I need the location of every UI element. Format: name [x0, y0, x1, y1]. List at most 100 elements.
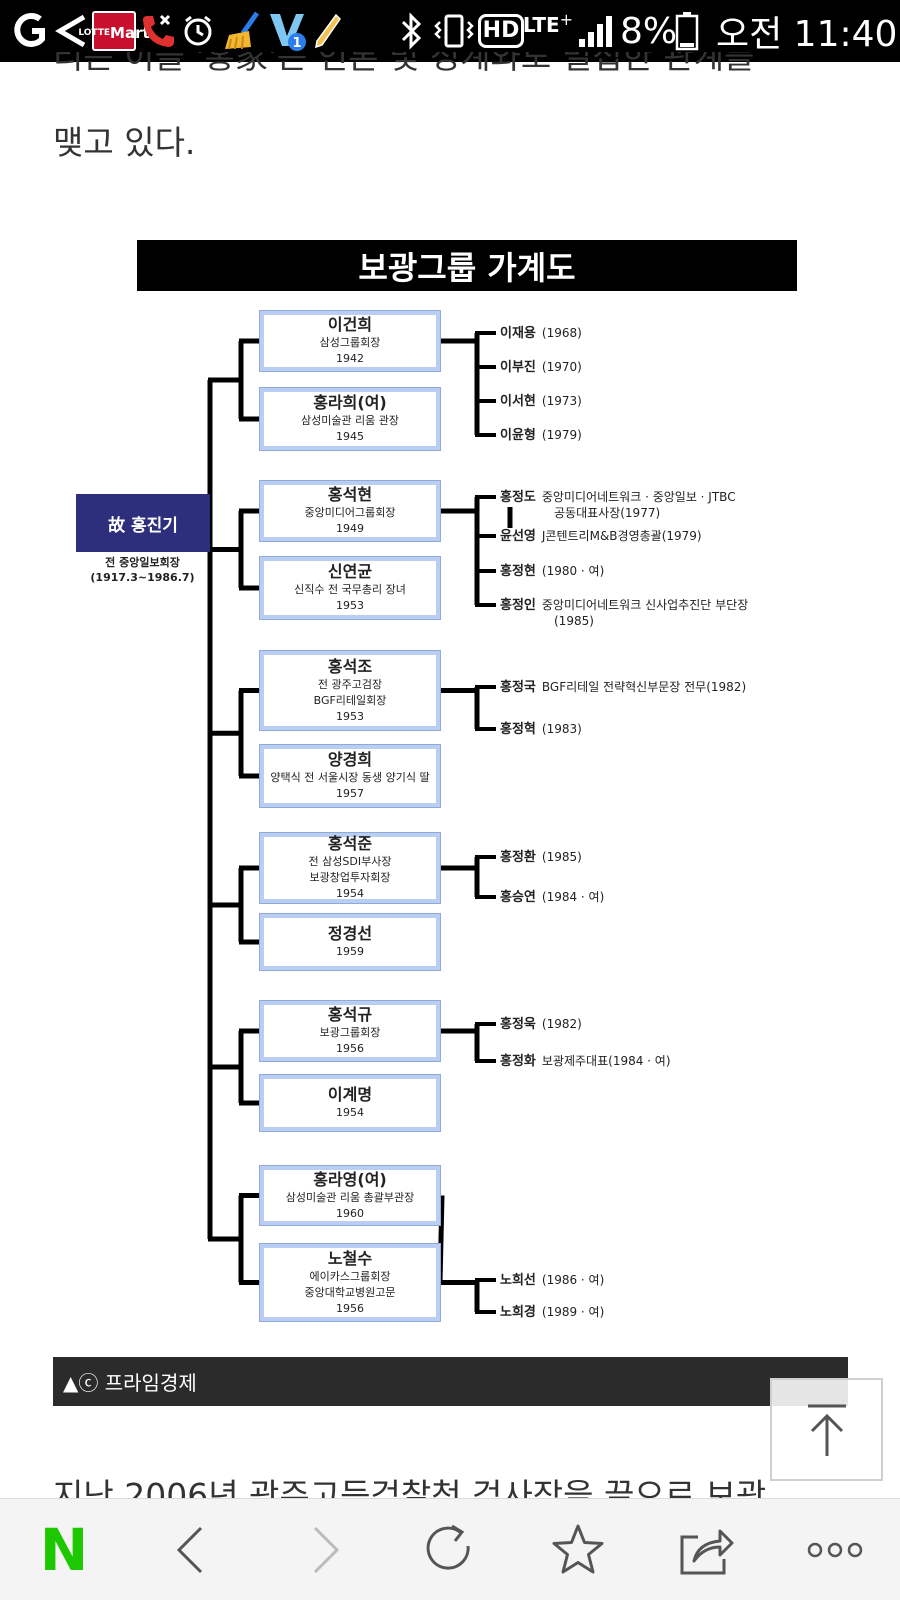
member-name: 노철수 — [327, 1248, 373, 1268]
family-member-box: 정경선 1959 — [259, 913, 441, 971]
member-name: 이계명 — [327, 1085, 373, 1104]
child-info: (1968) — [541, 326, 582, 340]
member-name: 홍석준 — [327, 834, 373, 853]
member-name: 정경선 — [327, 924, 373, 943]
article-paragraph-top: 리는 이들 '홍家'는 언론 및 정계와도 밀접한 관계를 — [53, 52, 853, 92]
child-info: BGF리테일 전략혁신부문장 전무(1982) — [541, 680, 747, 694]
child-name: 홍정도 — [500, 490, 536, 505]
child-entry: 이윤형(1979) — [500, 427, 582, 444]
child-name: 이서현 — [500, 394, 536, 409]
back-button[interactable] — [131, 1499, 251, 1600]
child-entry: 홍정국 BGF리테일 전략혁신부문장 전무(1982) — [500, 679, 746, 696]
forward-icon — [313, 1526, 340, 1574]
naver-home-button[interactable]: N — [4, 1499, 124, 1600]
child-info: (1989 · 여) — [541, 1305, 605, 1319]
child-entry: 이서현(1973) — [500, 393, 582, 410]
v-vaccine-icon: 1 — [268, 10, 308, 52]
browser-toolbar: N — [0, 1498, 900, 1600]
member-description: 삼성미술관 리움 관장 — [300, 414, 400, 427]
member-description: 양택식 전 서울시장 동생 양기식 딸 — [270, 771, 430, 784]
bluetooth-icon — [398, 10, 424, 52]
member-name: 이건희 — [327, 315, 373, 334]
child-info: (1982) — [541, 1017, 582, 1031]
hd-label: HD — [477, 14, 525, 48]
member-description: 신직수 전 국무총리 장녀 — [294, 583, 406, 596]
founder-caption: 전 중앙일보회장 (1917.3~1986.7) — [65, 555, 220, 585]
child-info-continued: 공동대표사장(1977) — [554, 506, 661, 520]
member-description: 보광그룹회장 — [319, 1026, 381, 1039]
child-name: 홍정환 — [500, 850, 536, 865]
article-line: 리는 이들 '홍家'는 언론 및 정계와도 밀접한 관계를 — [53, 52, 755, 76]
share-button[interactable] — [645, 1499, 765, 1600]
member-birth-year: 1949 — [336, 522, 364, 535]
child-entry: 이재용 (1968) — [500, 325, 582, 342]
v-badge: 1 — [292, 36, 301, 51]
chart-title: 보광그룹 가계도 — [137, 240, 797, 291]
scroll-to-top-button[interactable] — [770, 1378, 883, 1481]
member-birth-year: 1953 — [336, 599, 364, 612]
bookmark-button[interactable] — [518, 1499, 638, 1600]
child-info: 중앙미디어네트워크 신사업추진단 부단장 — [541, 598, 749, 612]
member-description: 중앙대학교병원고문 — [304, 1285, 396, 1299]
child-name: 홍승연 — [500, 890, 536, 905]
member-birth-year: 1954 — [336, 1106, 364, 1119]
battery-percent: 8% — [620, 10, 678, 52]
child-name: 이재용 — [500, 326, 536, 341]
child-name: 이부진 — [500, 360, 536, 375]
child-entry: 홍정욱(1982) — [500, 1016, 582, 1033]
member-birth-year: 1959 — [336, 945, 364, 958]
member-description: BGF리테일회장 — [313, 693, 387, 707]
mart-label: Mart — [110, 23, 150, 42]
child-entry: 홍정현(1980 · 여) — [500, 563, 604, 580]
member-birth-year: 1954 — [336, 887, 364, 900]
member-description: 중앙미디어그룹회장 — [304, 506, 396, 519]
member-birth-year: 1960 — [336, 1206, 364, 1220]
founder-desc: 전 중앙일보회장 — [105, 556, 180, 569]
member-birth-year: 1956 — [336, 1042, 364, 1055]
child-info: (1983) — [541, 722, 582, 736]
clock: 오전 11:40 — [716, 14, 898, 55]
member-name: 홍라희(여) — [313, 393, 387, 412]
refresh-button[interactable] — [390, 1499, 510, 1600]
refresh-icon — [426, 1524, 470, 1570]
more-menu-button[interactable] — [775, 1499, 895, 1600]
member-description: 보광창업투자회장 — [309, 871, 391, 884]
lotte-mart-app-icon: LOTTE Mart — [78, 11, 150, 51]
child-info: 중앙미디어네트워크 · 중앙일보 · JTBC — [541, 490, 736, 504]
naver-home-icon: N — [39, 1516, 89, 1584]
forward-button[interactable] — [265, 1499, 385, 1600]
connector-line — [437, 1195, 445, 1283]
g-swipe-icon — [10, 10, 88, 52]
child-info: (1980 · 여) — [541, 564, 605, 578]
battery-icon — [674, 10, 700, 52]
child-info: (1986 · 여) — [541, 1273, 605, 1287]
founder-years: (1917.3~1986.7) — [90, 571, 195, 584]
missed-call-icon — [138, 10, 178, 52]
child-entry: 홍정혁(1983) — [500, 721, 582, 738]
member-birth-year: 1945 — [336, 430, 364, 443]
child-info: (1985) — [541, 850, 582, 864]
lte-icon: LTE+ — [522, 9, 574, 38]
child-entry: 홍정도 중앙미디어네트워크 · 중앙일보 · JTBC — [500, 489, 736, 506]
child-name: 홍정국 — [500, 680, 536, 695]
child-name: 윤선영 — [500, 529, 536, 544]
child-entry: 노희선 (1986 · 여) — [500, 1272, 604, 1289]
member-birth-year: 1953 — [336, 709, 364, 723]
child-entry: 홍정환 (1985) — [500, 849, 582, 866]
member-description: 전 삼성SDI부사장 — [308, 855, 392, 868]
vibrate-icon — [434, 10, 474, 52]
child-info: (1970) — [541, 360, 582, 374]
child-name: 노희선 — [500, 1273, 536, 1288]
article-line: 지난 2006년 광주고등검찰청 검사장을 끝으로 보광 — [53, 1476, 767, 1498]
arrow-up-icon — [807, 1404, 846, 1456]
